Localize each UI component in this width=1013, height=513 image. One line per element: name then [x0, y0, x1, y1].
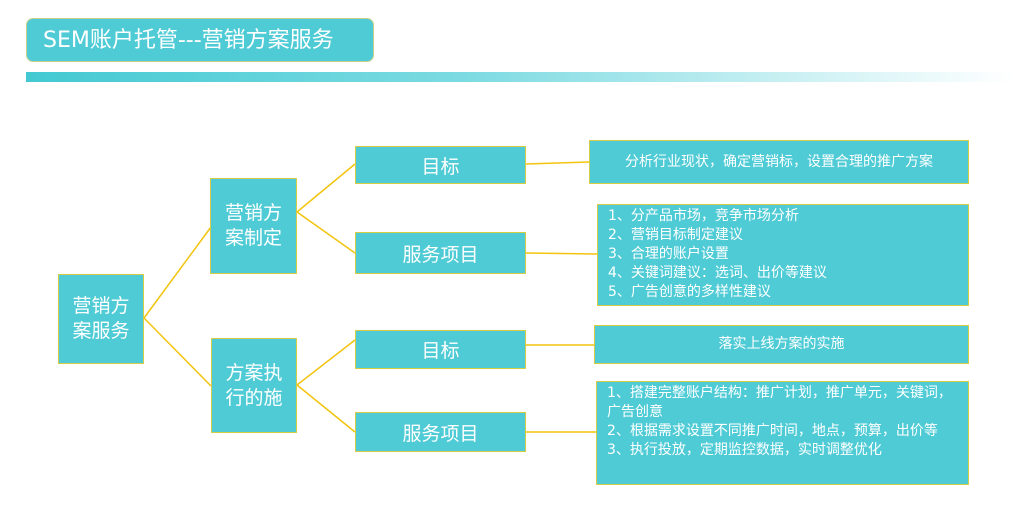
connector-service-1-to-detail — [525, 252, 598, 255]
detail-line: 1、搭建完整账户结构：推广计划，推广单元，关键词，广告创意 — [607, 385, 952, 420]
connector-branch-2-to-goal — [296, 339, 356, 386]
connector-branch-2-to-service — [296, 384, 356, 433]
root-label: 营销方案服务 — [72, 295, 130, 342]
branch-node-plan: 营销方案制定 — [210, 178, 297, 274]
page-title: SEM账户托管---营销方案服务 — [26, 18, 374, 62]
detail-line: 2、根据需求设置不同推广时间，地点，预算，出价等 — [607, 423, 938, 439]
detail-line: 1、分产品市场，竞争市场分析 — [608, 208, 799, 224]
connector-root-to-branch-2 — [143, 317, 212, 387]
detail-line: 2、营销目标制定建议 — [608, 227, 743, 243]
goal-node-plan: 目标 — [355, 146, 526, 184]
service-label: 服务项目 — [402, 243, 479, 266]
service-label: 服务项目 — [402, 422, 479, 445]
branch-label: 营销方案制定 — [224, 202, 282, 249]
detail-line: 3、执行投放，定期监控数据，实时调整优化 — [607, 442, 882, 458]
detail-line: 3、合理的账户设置 — [608, 246, 729, 262]
branch-node-execute: 方案执行的施 — [211, 338, 297, 433]
service-node-plan: 服务项目 — [355, 232, 526, 274]
detail-line: 落实上线方案的实施 — [718, 336, 845, 352]
root-node: 营销方案服务 — [58, 274, 144, 364]
goal-label: 目标 — [421, 340, 460, 362]
connector-goal-1-to-detail — [525, 161, 590, 165]
service-detail-execute: 1、搭建完整账户结构：推广计划，推广单元，关键词，广告创意 2、根据需求设置不同… — [596, 381, 969, 485]
detail-line: 4、关键词建议：选词、出价等建议 — [608, 265, 827, 281]
connector-root-to-branch-1 — [143, 226, 212, 319]
service-detail-plan: 1、分产品市场，竞争市场分析 2、营销目标制定建议 3、合理的账户设置 4、关键… — [597, 204, 969, 306]
goal-detail-execute: 落实上线方案的实施 — [594, 325, 969, 364]
goal-node-execute: 目标 — [355, 330, 526, 369]
connector-branch-1-to-goal — [296, 163, 356, 213]
goal-detail-plan: 分析行业现状，确定营销标，设置合理的推广方案 — [589, 140, 969, 184]
goal-label: 目标 — [421, 155, 460, 178]
detail-line: 5、广告创意的多样性建议 — [608, 284, 771, 300]
service-node-execute: 服务项目 — [355, 412, 526, 452]
title-underline-bar — [26, 72, 1013, 82]
branch-label: 方案执行的施 — [225, 361, 283, 409]
connector-branch-1-to-service — [296, 211, 356, 254]
detail-line: 分析行业现状，确定营销标，设置合理的推广方案 — [625, 153, 933, 170]
